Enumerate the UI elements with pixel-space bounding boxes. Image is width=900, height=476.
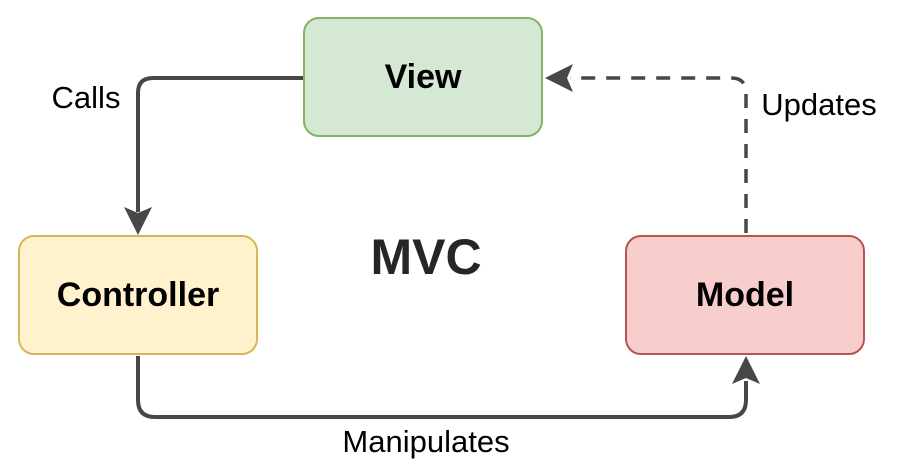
edge-label-calls: Calls <box>51 80 121 115</box>
calls-arrowhead-icon <box>124 207 152 235</box>
node-controller-label: Controller <box>56 275 220 314</box>
manipulates-edge-line <box>136 356 748 419</box>
node-model-label: Model <box>695 275 795 314</box>
node-controller: Controller <box>18 235 258 355</box>
edge-label-manipulates: Manipulates <box>342 424 510 459</box>
manipulates-arrowhead-icon <box>732 356 760 384</box>
updates-edge-line <box>570 76 748 233</box>
node-model: Model <box>625 235 865 355</box>
edge-label-updates: Updates <box>761 87 877 122</box>
updates-arrowhead-icon <box>545 64 573 92</box>
calls-edge-line <box>136 76 303 212</box>
node-view-label: View <box>384 57 462 96</box>
node-view: View <box>303 17 543 137</box>
diagram-title: MVC <box>370 229 482 285</box>
